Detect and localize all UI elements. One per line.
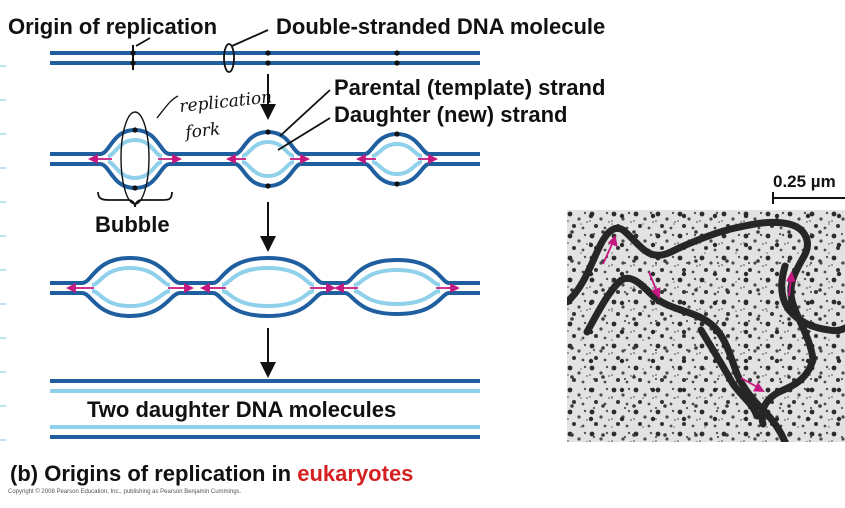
caption: (b) Origins of replication in eukaryotes	[10, 461, 413, 486]
fork-arrows-stage2	[87, 154, 439, 164]
dsdna-stage1	[50, 29, 480, 73]
caption-highlight: eukaryotes	[297, 461, 413, 486]
hand-pointer-line	[156, 95, 179, 119]
hand-note-line1: replication	[178, 87, 273, 117]
label-dsdna: Double-stranded DNA molecule	[276, 14, 605, 39]
label-two-daughters: Two daughter DNA molecules	[87, 397, 396, 422]
caption-prefix: (b) Origins of replication in	[10, 461, 297, 486]
dsdna-stage2	[50, 127, 480, 191]
parental-leader	[279, 89, 331, 137]
page-edge-marks	[0, 65, 6, 441]
label-bubble: Bubble	[95, 212, 170, 237]
electron-micrograph	[567, 210, 845, 442]
dsdna-leader	[231, 29, 269, 47]
dsdna-stage3	[50, 255, 480, 319]
scale-label: 0.25 µm	[773, 172, 836, 191]
dsdna-pointer-ellipse	[223, 43, 235, 73]
fork-arrows-stage3	[65, 283, 461, 293]
origin-marks	[130, 45, 400, 70]
copyright-notice: Copyright © 2008 Pearson Education, Inc.…	[8, 489, 242, 495]
hand-note-line2: fork	[182, 119, 221, 143]
origin-leader	[135, 37, 151, 47]
daughter-leader	[277, 117, 331, 151]
label-parental: Parental (template) strand	[334, 75, 605, 100]
micrograph-image	[567, 210, 845, 442]
label-daughter: Daughter (new) strand	[334, 102, 567, 127]
label-origin: Origin of replication	[8, 14, 217, 39]
bubble-brace	[97, 191, 173, 208]
dsdna-stage4	[50, 379, 480, 439]
